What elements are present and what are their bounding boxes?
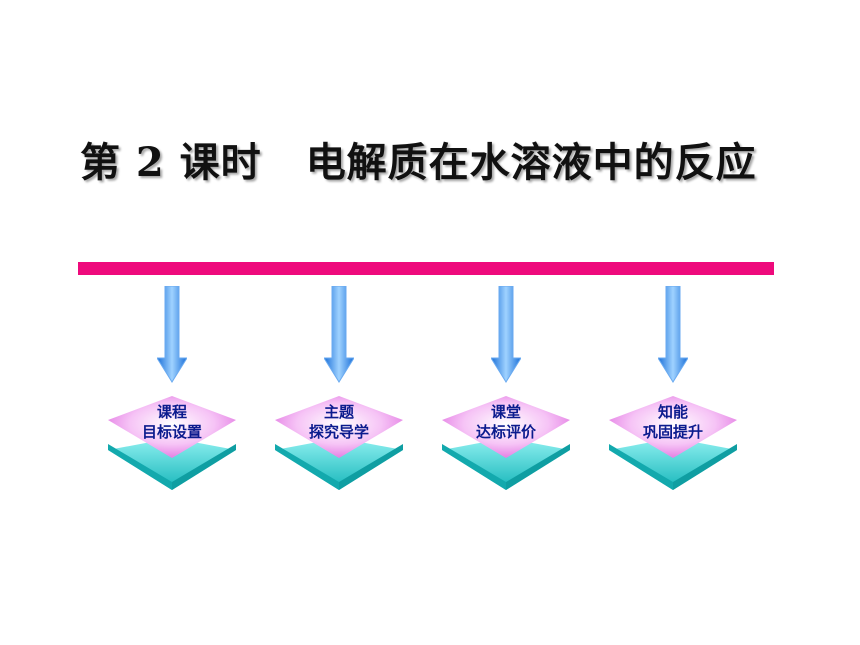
down-arrow-icon	[157, 286, 187, 383]
module-label-line1: 主题	[323, 403, 354, 421]
stacked-diamond-icon	[108, 396, 236, 490]
module-knowledge-consolidation[interactable]: 知能 巩固提升	[606, 392, 740, 492]
lesson-topic: 电解质在水溶液中的反应	[305, 139, 757, 186]
module-topic-exploration[interactable]: 主题 探究导学	[272, 392, 406, 492]
module-label-line2: 目标设置	[141, 423, 202, 441]
module-label-line2: 达标评价	[475, 423, 536, 441]
pink-header-bar	[78, 258, 774, 284]
module-label-line2: 巩固提升	[642, 423, 703, 441]
stacked-diamond-icon	[275, 396, 403, 490]
module-label-line2: 探究导学	[308, 423, 369, 441]
slide-title: 第 2 课时电解质在水溶液中的反应	[80, 130, 820, 190]
module-class-assessment[interactable]: 课堂 达标评价	[439, 392, 573, 492]
module-course-objectives[interactable]: 课程 目标设置	[105, 392, 239, 492]
module-label-line1: 知能	[657, 403, 688, 421]
module-label-line1: 课程	[156, 403, 187, 421]
down-arrow-icon	[658, 286, 688, 383]
stacked-diamond-icon	[442, 396, 570, 490]
down-arrow-icon	[324, 286, 354, 383]
bar-fill	[78, 261, 774, 276]
down-arrow-icon	[491, 286, 521, 383]
module-label-line1: 课堂	[490, 403, 521, 421]
stacked-diamond-icon	[609, 396, 737, 490]
lesson-number: 第 2 课时	[80, 139, 262, 186]
